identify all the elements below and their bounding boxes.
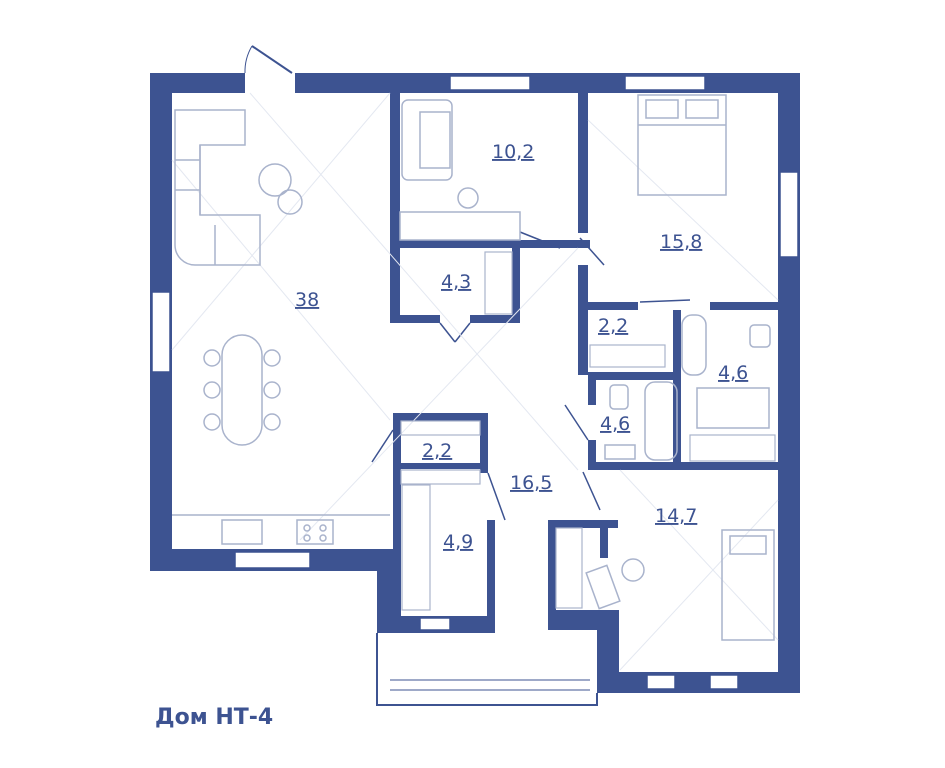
sofa-icon bbox=[174, 109, 261, 266]
coffee-table-icon bbox=[258, 163, 303, 215]
double-bed-icon bbox=[637, 94, 727, 196]
floor-pattern bbox=[171, 92, 779, 671]
balcony bbox=[376, 633, 598, 706]
bathtub-icon bbox=[644, 314, 770, 461]
room-area-study: 10,2 bbox=[492, 141, 534, 163]
armchair-icon bbox=[401, 99, 453, 181]
office-chair-icon bbox=[585, 558, 645, 610]
room-area-bath-2: 4,6 bbox=[600, 413, 630, 435]
room-area-living: 38 bbox=[295, 289, 319, 311]
room-area-wardrobe-2: 4,9 bbox=[443, 531, 473, 553]
house-caption: Дом НТ-4 bbox=[155, 705, 274, 730]
windows bbox=[151, 75, 799, 690]
entrance-door bbox=[244, 45, 293, 74]
room-area-bedroom: 15,8 bbox=[660, 231, 702, 253]
room-area-wc-1: 2,2 bbox=[598, 315, 628, 337]
toilet-icon bbox=[604, 324, 771, 460]
interior-doors bbox=[371, 231, 691, 521]
exterior-walls bbox=[150, 73, 800, 693]
dining-table-icon bbox=[203, 334, 281, 446]
single-bed-icon bbox=[721, 529, 775, 641]
room-area-hall: 16,5 bbox=[510, 472, 552, 494]
desk-icon bbox=[399, 187, 521, 241]
wardrobe-icon bbox=[400, 251, 776, 611]
room-area-wc-2: 2,2 bbox=[422, 440, 452, 462]
room-area-bedroom-2: 14,7 bbox=[655, 505, 697, 527]
room-area-wardrobe-1: 4,3 bbox=[441, 271, 471, 293]
room-area-bath-1: 4,6 bbox=[718, 362, 748, 384]
kitchen-counter-icon bbox=[172, 514, 390, 545]
